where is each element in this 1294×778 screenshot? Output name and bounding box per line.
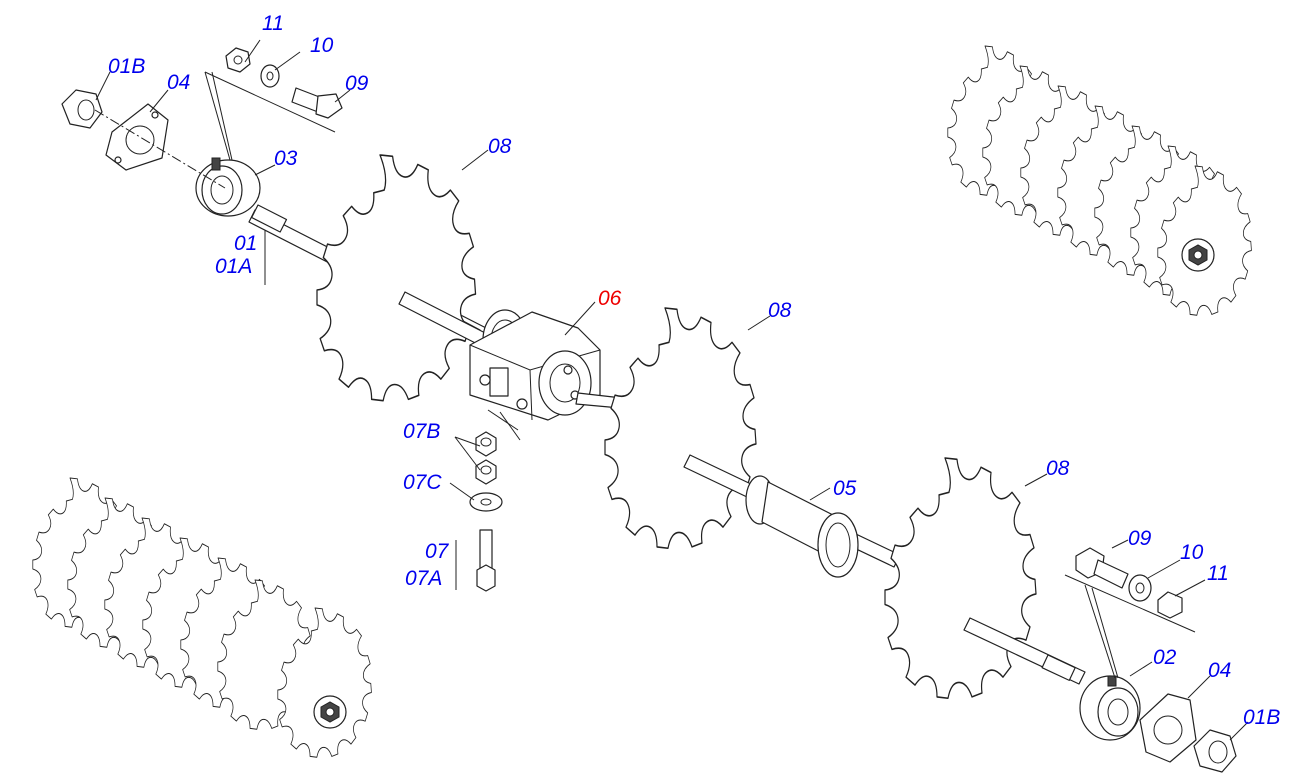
- label-02: 02: [1153, 646, 1177, 669]
- fastener-group-bottom: [1064, 547, 1196, 679]
- disc-stack-top-right: [947, 45, 1252, 316]
- axis-line-top: [94, 109, 226, 189]
- shaft-right: [963, 617, 1086, 685]
- label-07: 07: [425, 540, 449, 563]
- label-11-top: 11: [262, 12, 284, 35]
- label-10-top: 10: [310, 34, 334, 57]
- label-04-top: 04: [167, 71, 191, 94]
- label-01: 01: [234, 232, 258, 255]
- label-01b-top: 01B: [108, 55, 146, 78]
- disc-08-top: [316, 154, 477, 402]
- leader-06-line: [499, 411, 521, 441]
- disc-08-middle: [604, 307, 757, 550]
- fastener-group-top: [204, 47, 343, 161]
- part-03-flange: [195, 157, 261, 217]
- label-10-bottom: 10: [1180, 541, 1204, 564]
- label-08-right: 08: [1046, 457, 1070, 480]
- label-06: 06: [598, 287, 622, 310]
- disc-stack-bottom-left: [32, 477, 372, 758]
- label-08-middle: 08: [768, 299, 792, 322]
- label-09-bottom: 09: [1128, 527, 1152, 550]
- leader-06-bolt: [487, 409, 519, 431]
- label-03: 03: [274, 147, 298, 170]
- part-04-plate-bottom: [1139, 693, 1197, 763]
- label-07a: 07A: [405, 567, 443, 590]
- part-07-bolt-assembly: [469, 431, 503, 592]
- shaft-middle: [683, 454, 901, 578]
- label-09-top: 09: [345, 72, 369, 95]
- disc-08-right: [884, 457, 1037, 700]
- part-04-plate-top: [105, 103, 169, 171]
- label-01b-bottom: 01B: [1243, 706, 1281, 729]
- leader-lines: [95, 39, 1249, 741]
- label-07c: 07C: [403, 471, 442, 494]
- part-02-flange: [1079, 675, 1141, 741]
- label-05: 05: [833, 477, 857, 500]
- part-01b-nut-bottom: [1193, 729, 1237, 773]
- part-01b-nut-top: [61, 89, 103, 129]
- label-07b: 07B: [403, 420, 441, 443]
- label-11-bottom: 11: [1207, 562, 1229, 585]
- label-08-top: 08: [488, 135, 512, 158]
- label-01a: 01A: [215, 255, 253, 278]
- label-04-bottom: 04: [1208, 659, 1232, 682]
- part-06-bearing-housing: [469, 309, 623, 421]
